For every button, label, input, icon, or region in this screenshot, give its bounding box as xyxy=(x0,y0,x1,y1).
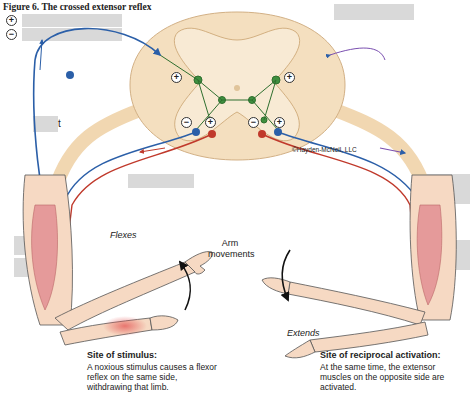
copyright-note: ©Hayden-McNeil, LLC xyxy=(292,146,382,154)
legend-sign: − xyxy=(6,29,17,40)
note-heading: Site of stimulus: xyxy=(87,350,227,361)
note-body: A noxious stimulus causes a flexor refle… xyxy=(87,362,222,393)
note-heading: Site of reciprocal activation: xyxy=(320,350,465,361)
legend-sign: + xyxy=(6,15,17,26)
blank-label-box xyxy=(14,4,470,277)
movement-label: Flexes xyxy=(110,230,150,241)
synapse-sign: + xyxy=(171,72,182,83)
movement-label: Arm movements xyxy=(208,238,252,260)
partial-label: t xyxy=(58,118,68,130)
synapse-sign: + xyxy=(274,117,285,128)
synapse-sign: − xyxy=(248,117,259,128)
synapse-sign: + xyxy=(205,117,216,128)
figure-title: Figure 6. The crossed extensor reflex xyxy=(3,2,303,13)
synapse-sign: + xyxy=(284,72,295,83)
movement-label: Extends xyxy=(287,328,332,339)
synapse-sign: − xyxy=(181,117,192,128)
note-body: At the same time, the extensor muscles o… xyxy=(320,362,452,393)
